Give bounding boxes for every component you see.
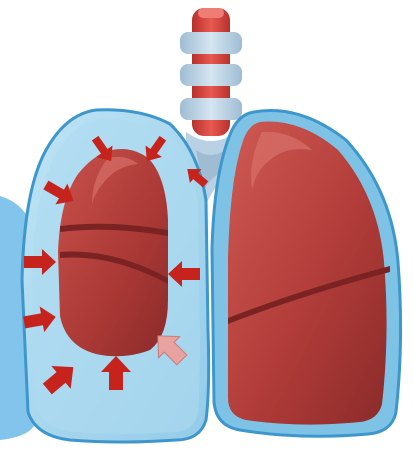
healthy-lung-icon [212,111,401,437]
collapsed-lung-icon [58,149,168,356]
